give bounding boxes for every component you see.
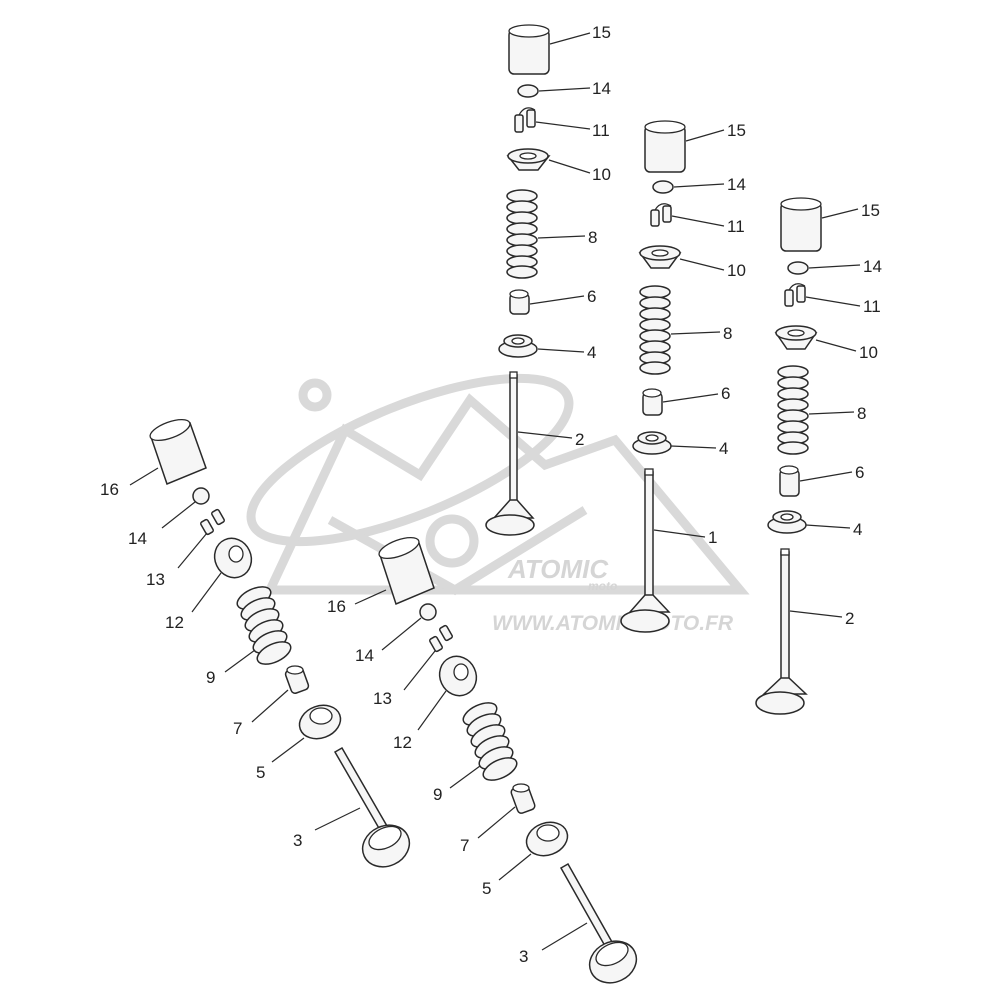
callout-14: 14 bbox=[727, 175, 746, 194]
callout-4: 4 bbox=[587, 343, 596, 362]
leader-lines bbox=[129, 32, 861, 951]
callout-3: 3 bbox=[293, 831, 302, 850]
part-spring-seat-4 bbox=[632, 431, 672, 455]
stack-middle bbox=[620, 120, 686, 633]
part-seal-6 bbox=[642, 388, 663, 416]
callout-6: 6 bbox=[855, 463, 864, 482]
callout-15: 15 bbox=[727, 121, 746, 140]
part-shim-14 bbox=[517, 84, 539, 98]
callout-15: 15 bbox=[592, 23, 611, 42]
part-shim-14 bbox=[652, 180, 674, 194]
callout-10: 10 bbox=[592, 165, 611, 184]
callout-7: 7 bbox=[460, 836, 469, 855]
callout-13: 13 bbox=[373, 689, 392, 708]
callout-10: 10 bbox=[859, 343, 878, 362]
part-cotter-11 bbox=[650, 203, 672, 227]
callout-2: 2 bbox=[845, 609, 854, 628]
part-spring-8 bbox=[506, 189, 538, 279]
part-cotter-11 bbox=[784, 283, 806, 307]
callout-16: 16 bbox=[100, 480, 119, 499]
callout-9: 9 bbox=[433, 785, 442, 804]
part-cotter-13 bbox=[429, 624, 453, 653]
part-valve-2 bbox=[755, 548, 808, 715]
callout-2: 2 bbox=[575, 430, 584, 449]
part-seal-6 bbox=[779, 465, 800, 497]
callout-8: 8 bbox=[723, 324, 732, 343]
part-spring-9 bbox=[236, 586, 292, 665]
part-cotter-13 bbox=[200, 508, 225, 536]
callout-11: 11 bbox=[863, 297, 881, 316]
callout-4: 4 bbox=[719, 439, 728, 458]
part-retainer-10 bbox=[774, 325, 818, 350]
callout-11: 11 bbox=[592, 121, 610, 140]
callout-4: 4 bbox=[853, 520, 862, 539]
callout-14: 14 bbox=[863, 257, 882, 276]
callout-7: 7 bbox=[233, 719, 242, 738]
callout-12: 12 bbox=[165, 613, 184, 632]
callout-5: 5 bbox=[482, 879, 491, 898]
callout-labels: 15 14 11 10 8 6 4 2 15 14 11 10 8 6 4 1 … bbox=[100, 23, 882, 966]
watermark-url: WWW.ATOMICMOTO.FR bbox=[492, 612, 734, 635]
stack-lower-center bbox=[378, 536, 638, 984]
part-retainer-12 bbox=[438, 655, 478, 697]
part-spring-seat-5 bbox=[298, 704, 342, 740]
callout-14: 14 bbox=[128, 529, 147, 548]
callout-6: 6 bbox=[721, 384, 730, 403]
part-seal-6 bbox=[509, 289, 530, 315]
callout-12: 12 bbox=[393, 733, 412, 752]
part-spring-seat-4 bbox=[498, 334, 538, 358]
callout-10: 10 bbox=[727, 261, 746, 280]
part-bucket-15 bbox=[780, 197, 822, 252]
part-valve-2 bbox=[485, 371, 535, 536]
callout-6: 6 bbox=[587, 287, 596, 306]
watermark-logo: ATOMIC moto WWW.ATOMICMOTO.FR bbox=[246, 373, 750, 635]
part-spring-seat-5 bbox=[525, 821, 569, 857]
callout-9: 9 bbox=[206, 668, 215, 687]
part-bucket-15 bbox=[508, 24, 550, 75]
part-bucket-16 bbox=[378, 536, 435, 606]
part-valve-3 bbox=[333, 746, 411, 868]
stack-upper-center bbox=[485, 24, 551, 536]
stack-lower-left bbox=[149, 418, 411, 868]
callout-16: 16 bbox=[327, 597, 346, 616]
callout-8: 8 bbox=[588, 228, 597, 247]
part-bucket-15 bbox=[644, 120, 686, 173]
callout-8: 8 bbox=[857, 404, 866, 423]
callout-13: 13 bbox=[146, 570, 165, 589]
callout-5: 5 bbox=[256, 763, 265, 782]
part-spring-8 bbox=[639, 285, 671, 375]
part-retainer-10 bbox=[638, 245, 682, 269]
part-shim-14 bbox=[787, 261, 809, 275]
part-shim-14 bbox=[419, 603, 437, 621]
part-seal-7 bbox=[284, 665, 310, 694]
part-cotter-11 bbox=[514, 107, 536, 133]
callout-3: 3 bbox=[519, 947, 528, 966]
part-retainer-10 bbox=[506, 148, 551, 171]
part-retainer-12 bbox=[213, 537, 253, 579]
part-spring-9 bbox=[462, 702, 518, 781]
part-bucket-16 bbox=[149, 418, 207, 485]
part-shim-14 bbox=[192, 487, 210, 505]
part-seal-7 bbox=[510, 783, 536, 814]
part-spring-8 bbox=[777, 365, 809, 455]
watermark-brand: ATOMIC bbox=[507, 554, 609, 584]
callout-15: 15 bbox=[861, 201, 880, 220]
part-spring-seat-4 bbox=[767, 510, 807, 534]
stack-right bbox=[755, 197, 822, 715]
watermark-sub: moto bbox=[588, 579, 617, 593]
part-valve-3 bbox=[559, 862, 638, 984]
callout-14: 14 bbox=[355, 646, 374, 665]
callout-11: 11 bbox=[727, 217, 745, 236]
callout-1: 1 bbox=[708, 528, 717, 547]
callout-14: 14 bbox=[592, 79, 611, 98]
part-valve-1 bbox=[620, 468, 671, 633]
